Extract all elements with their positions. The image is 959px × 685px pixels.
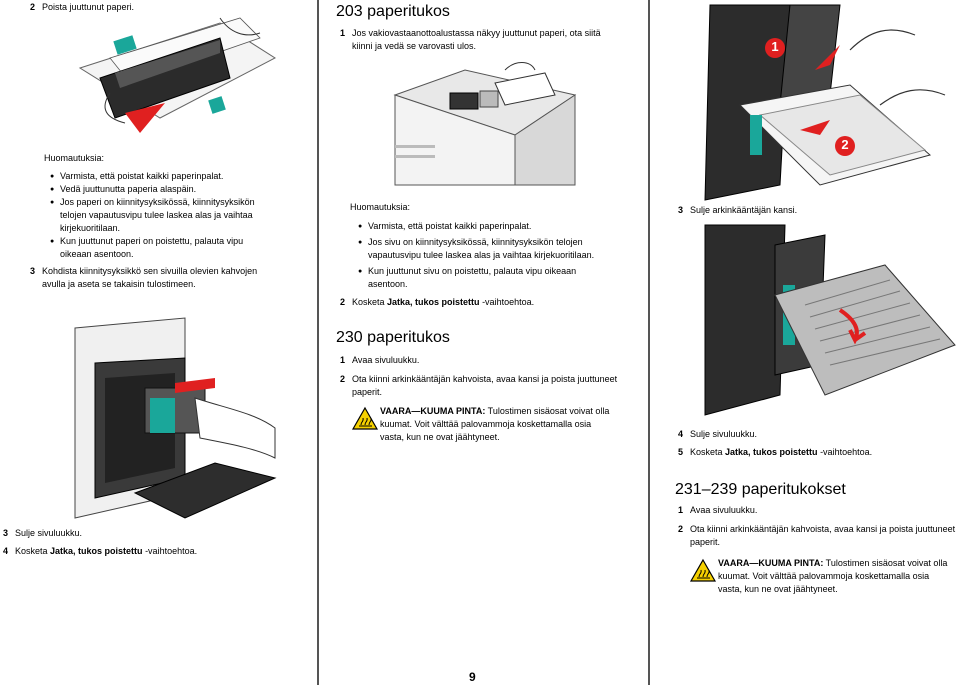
right-warning: VAARA—KUUMA PINTA: Tulostimen sisäosat v… bbox=[718, 558, 948, 594]
fuser-removal-illustration bbox=[78, 17, 276, 133]
step-continuation: paperit. bbox=[690, 537, 721, 547]
bullet-icon: ● bbox=[358, 223, 363, 230]
list-item: ●Jos sivu on kiinnitysyksikössä, kiinnit… bbox=[358, 237, 583, 247]
left-notes-title: Huomautuksia: bbox=[44, 153, 105, 163]
middle-warning: VAARA—KUUMA PINTA: Tulostimen sisäosat v… bbox=[380, 406, 610, 442]
middle-notes-title: Huomautuksia: bbox=[350, 202, 411, 212]
warning-continuation: vasta, kun ne ovat jäähtyneet. bbox=[718, 584, 838, 594]
bullet-icon: ● bbox=[358, 268, 363, 275]
duplex-open-illustration bbox=[704, 4, 946, 201]
list-item-continuation: oikeaan asentoon. bbox=[60, 249, 134, 259]
bullet-icon: ● bbox=[358, 239, 363, 246]
list-item: ●Kun juuttunut sivu on poistettu, palaut… bbox=[358, 266, 577, 276]
list-item-continuation: asentoon. bbox=[368, 279, 408, 289]
middle-notes-list: ●Varmista, että poistat kaikki paperinpa… bbox=[358, 220, 594, 291]
column-divider-right bbox=[648, 0, 650, 685]
step-continuation: avulla ja aseta se takaisin tulostimeen. bbox=[42, 279, 196, 289]
section-title-231-239: 231–239 paperitukokset bbox=[675, 481, 846, 498]
step-continuation: kiinni ja vedä se varovasti ulos. bbox=[352, 41, 477, 51]
list-item: ●Jos paperi on kiinnitysyksikössä, kiinn… bbox=[50, 197, 255, 207]
list-item: ●Varmista, että poistat kaikki paperinpa… bbox=[358, 221, 532, 231]
warning-continuation: kuumat. Voit välttää palovammoja koskett… bbox=[380, 419, 592, 429]
list-item: ●Varmista, että poistat kaikki paperinpa… bbox=[50, 171, 224, 181]
column-divider-left bbox=[317, 0, 319, 685]
output-tray-illustration bbox=[393, 62, 577, 186]
callout-2-label: 2 bbox=[841, 137, 849, 152]
list-item-continuation: telojen vapautusvipu tulee laskea alas j… bbox=[60, 210, 253, 220]
left-notes-list: ●Varmista, että poistat kaikki paperinpa… bbox=[50, 170, 255, 261]
hot-surface-warning-icon bbox=[689, 558, 717, 582]
callout-2-icon bbox=[835, 136, 855, 156]
list-item-continuation: vapautusvipu tulee laskea alas ja vaihta… bbox=[368, 250, 595, 260]
warning-continuation: kuumat. Voit välttää palovammoja koskett… bbox=[718, 571, 930, 581]
step-continuation: paperit. bbox=[352, 387, 383, 397]
bullet-icon: ● bbox=[50, 199, 55, 206]
fuser-insert-illustration bbox=[74, 317, 277, 519]
duplex-close-illustration bbox=[704, 224, 956, 416]
bullet-icon: ● bbox=[50, 173, 55, 180]
list-item-continuation: kirjekuoritilaan. bbox=[60, 223, 121, 233]
page-number: 9 bbox=[469, 670, 476, 684]
bullet-icon: ● bbox=[50, 238, 55, 245]
callout-1-icon bbox=[765, 38, 785, 58]
bullet-icon: ● bbox=[50, 186, 55, 193]
warning-continuation: vasta, kun ne ovat jäähtyneet. bbox=[380, 432, 500, 442]
list-item: ●Vedä juuttunutta paperia alaspäin. bbox=[50, 184, 197, 194]
hot-surface-warning-icon bbox=[351, 406, 379, 430]
list-item: ●Kun juuttunut paperi on poistettu, pala… bbox=[50, 236, 244, 246]
section-title-203: 203 paperitukos bbox=[336, 3, 450, 20]
callout-1-label: 1 bbox=[771, 39, 779, 54]
section-title-230: 230 paperitukos bbox=[336, 329, 450, 346]
